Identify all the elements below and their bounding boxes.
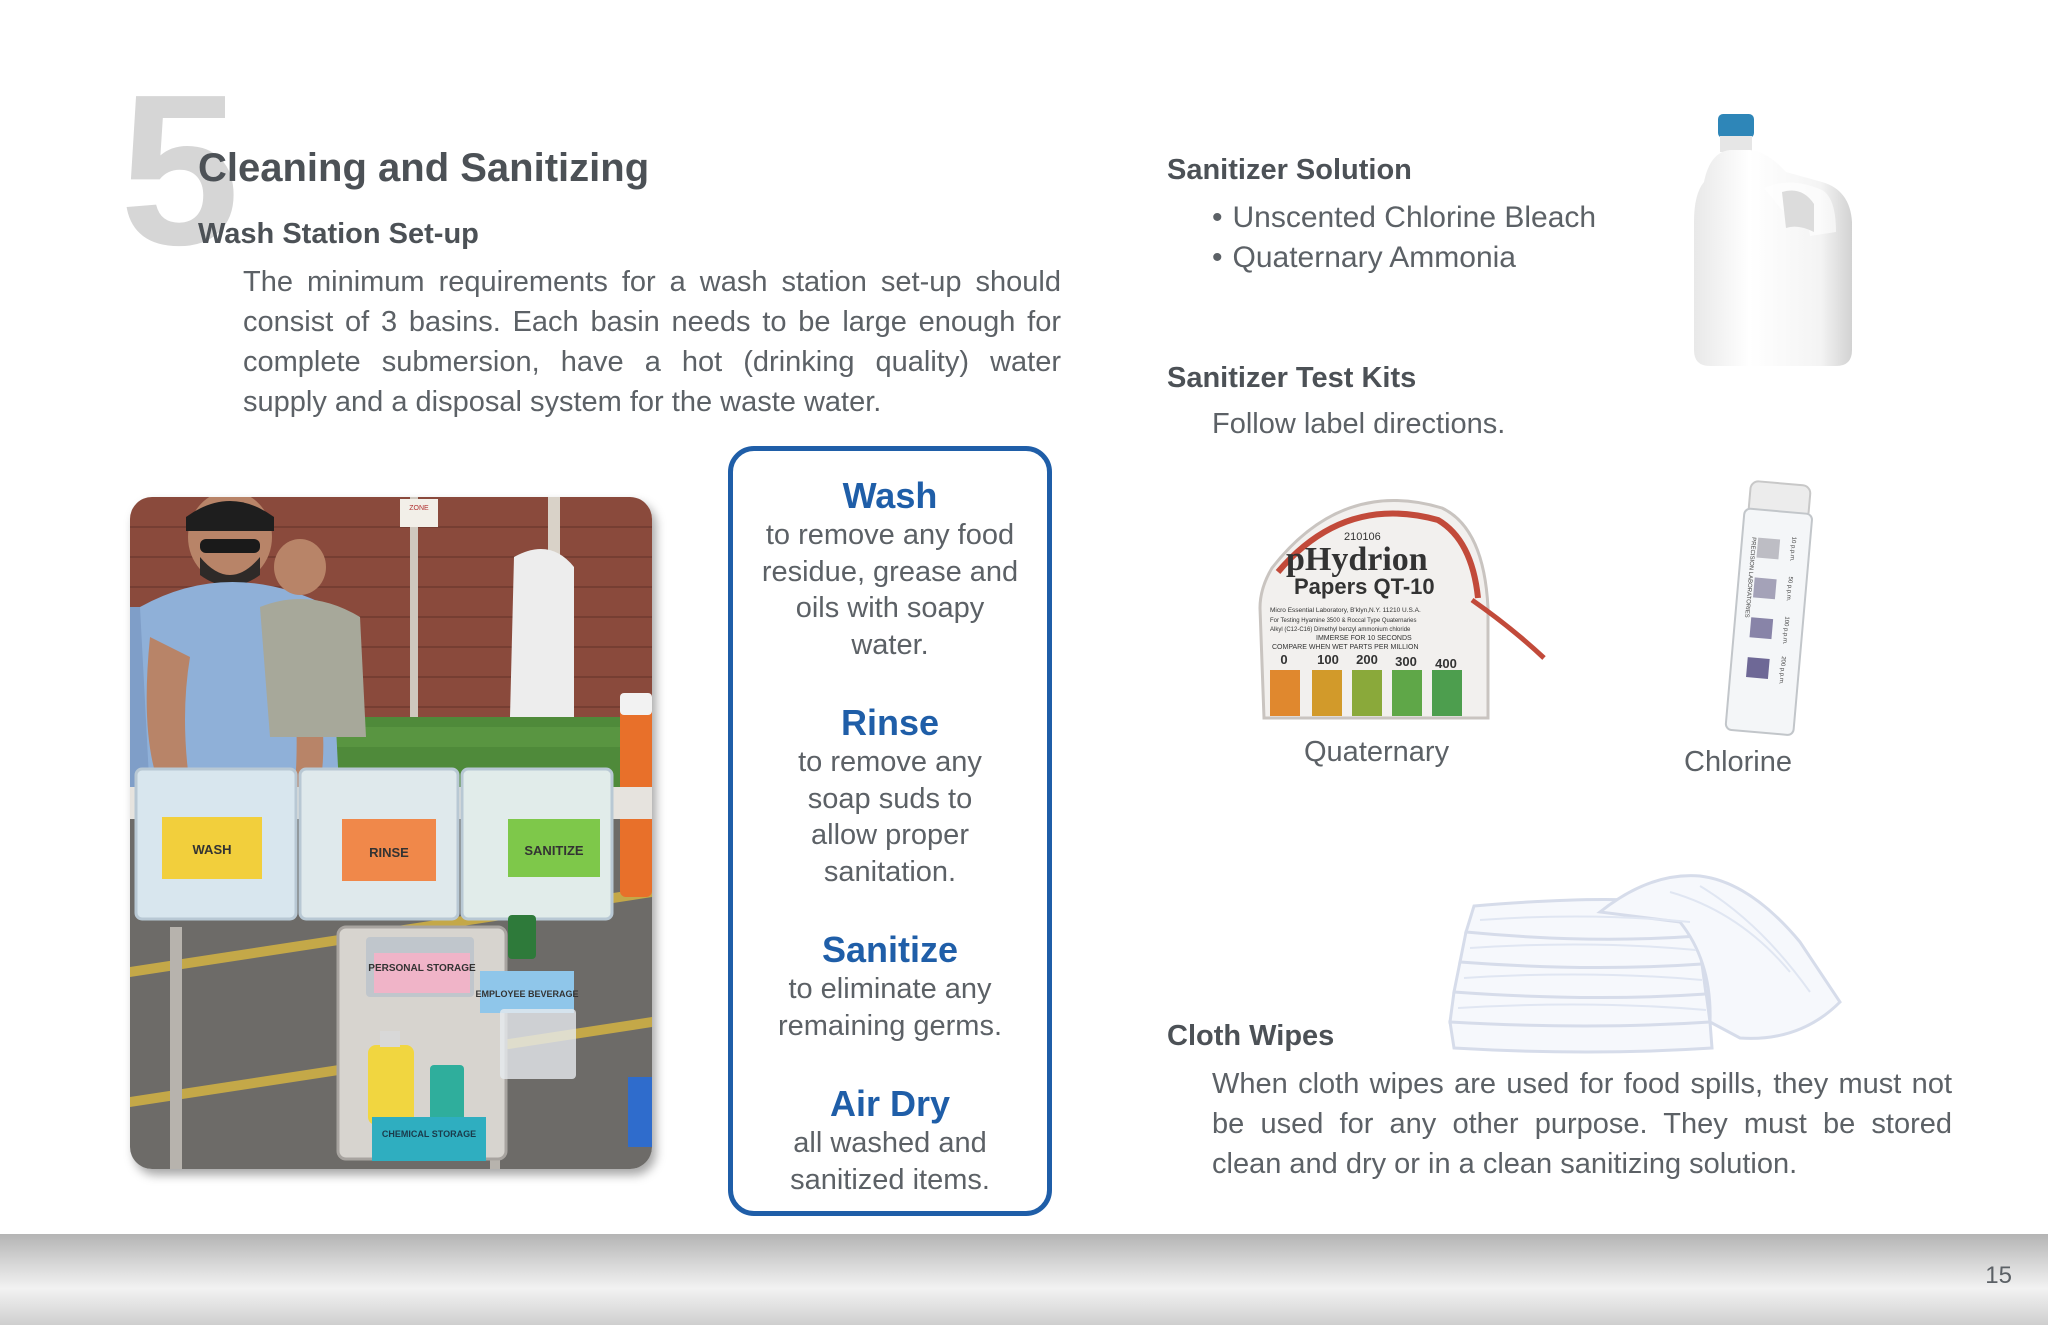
step-title: Wash — [842, 475, 938, 516]
hydrion-test-paper-image: 210106 pHydrion Papers QT-10 Micro Essen… — [1252, 488, 1552, 730]
cloth-wipes-body: When cloth wipes are used for food spill… — [1212, 1068, 1952, 1180]
list-item: Unscented Chlorine Bleach — [1212, 198, 1597, 238]
step-title: Rinse — [840, 702, 940, 743]
list-item: Quaternary Ammonia — [1212, 238, 1596, 278]
color-swatch — [1746, 657, 1770, 679]
wash-station-body: The minimum requirements for a wash stat… — [243, 266, 1061, 418]
chlorine-vial-illustration: PRECISION LABORATORIES 10 p.p.m. 50 p.p.… — [1724, 480, 1813, 736]
bin-label-rinse: RINSE — [369, 845, 409, 860]
hydrion-product: Papers QT-10 — [1294, 574, 1435, 599]
scale-label: 0 — [1280, 652, 1287, 667]
footer-bar — [0, 1234, 2048, 1325]
step-wash: Wash to remove any food residue, grease … — [733, 475, 1047, 663]
chlorine-test-vial-image: PRECISION LABORATORIES 10 p.p.m. 50 p.p.… — [1700, 478, 1820, 740]
hydrion-fine-print: COMPARE WHEN WET PARTS PER MILLION — [1272, 644, 1419, 651]
towel-stack-illustration — [1448, 874, 1842, 1054]
scale-label: 300 — [1395, 654, 1417, 669]
test-kits-heading: Sanitizer Test Kits — [1167, 362, 1417, 394]
vial-mark: 200 p.p.m. — [1777, 656, 1785, 685]
step-text: to remove any soap suds to allow proper … — [798, 746, 982, 888]
hydrion-fine-print: IMMERSE FOR 10 SECONDS — [1316, 635, 1412, 642]
wash-station-heading: Wash Station Set-up — [198, 218, 479, 250]
bin-label-sanitize: SANITIZE — [524, 843, 584, 858]
cart-label-chemical-storage: CHEMICAL STORAGE — [382, 1129, 476, 1139]
hydrion-brand: pHydrion — [1286, 541, 1428, 578]
wash-steps-box: Wash to remove any food residue, grease … — [728, 446, 1052, 1216]
page-title: Cleaning and Sanitizing — [198, 146, 650, 190]
sanitizer-solution-list: Unscented Chlorine Bleach Quaternary Amm… — [1212, 198, 1597, 278]
color-swatch — [1270, 670, 1300, 716]
step-sanitize: Sanitize to eliminate any remaining germ… — [733, 929, 1047, 1044]
bleach-jug-image — [1690, 112, 1860, 370]
step-text: to remove any food residue, grease and o… — [761, 519, 1019, 661]
cart-label-employee-beverage: EMPLOYEE BEVERAGE — [475, 989, 578, 999]
color-swatch — [1352, 670, 1382, 716]
bin-label-wash: WASH — [193, 842, 232, 857]
hydrion-dispenser-illustration: 210106 pHydrion Papers QT-10 Micro Essen… — [1258, 499, 1546, 720]
color-swatch — [1312, 670, 1342, 716]
sanitizer-solution-heading: Sanitizer Solution — [1167, 154, 1412, 186]
hydrion-fine-print: For Testing Hyamine 3500 & Roccal Type Q… — [1270, 618, 1417, 624]
page-number: 15 — [1985, 1262, 2012, 1289]
vial-mark: 50 p.p.m. — [1785, 576, 1793, 602]
color-swatch — [1749, 617, 1774, 640]
hydrion-fine-print: Micro Essential Laboratory, B'klyn,N.Y. … — [1270, 607, 1421, 614]
color-swatch — [1432, 670, 1462, 716]
chlorine-caption: Chlorine — [1684, 746, 1792, 778]
color-swatch — [1756, 537, 1781, 560]
vial-mark: 100 p.p.m. — [1781, 616, 1789, 645]
cloth-wipes-heading: Cloth Wipes — [1167, 1020, 1335, 1052]
hydrion-fine-print: Alkyl (C12-C16) Dimethyl benzyl ammonium… — [1270, 627, 1411, 633]
step-text: all washed and sanitized items. — [790, 1127, 990, 1196]
cloth-wipes-image — [1440, 872, 1850, 1056]
scale-label: 200 — [1356, 652, 1378, 667]
scale-label: 400 — [1435, 656, 1457, 671]
hydrion-code: 210106 — [1344, 531, 1381, 543]
vial-mark: 10 p.p.m. — [1788, 536, 1796, 562]
wash-station-illustration: ZONE W — [130, 497, 652, 1169]
quaternary-caption: Quaternary — [1304, 736, 1450, 768]
step-air-dry: Air Dry all washed and sanitized items. — [733, 1083, 1047, 1198]
zone-sign-label: ZONE — [409, 505, 429, 512]
color-swatch — [1752, 577, 1777, 600]
step-title: Sanitize — [821, 929, 959, 970]
test-kits-body: Follow label directions. — [1212, 408, 1506, 440]
scale-label: 100 — [1317, 652, 1339, 667]
color-swatch — [1392, 670, 1422, 716]
wash-station-photo: ZONE W — [130, 497, 652, 1169]
cart-label-personal-storage: PERSONAL STORAGE — [368, 963, 476, 974]
bleach-jug-illustration — [1694, 114, 1852, 366]
step-title: Air Dry — [829, 1083, 951, 1124]
section-number: 5 — [120, 49, 240, 290]
step-rinse: Rinse to remove any soap suds to allow p… — [733, 702, 1047, 890]
step-text: to eliminate any remaining germs. — [777, 973, 1003, 1042]
